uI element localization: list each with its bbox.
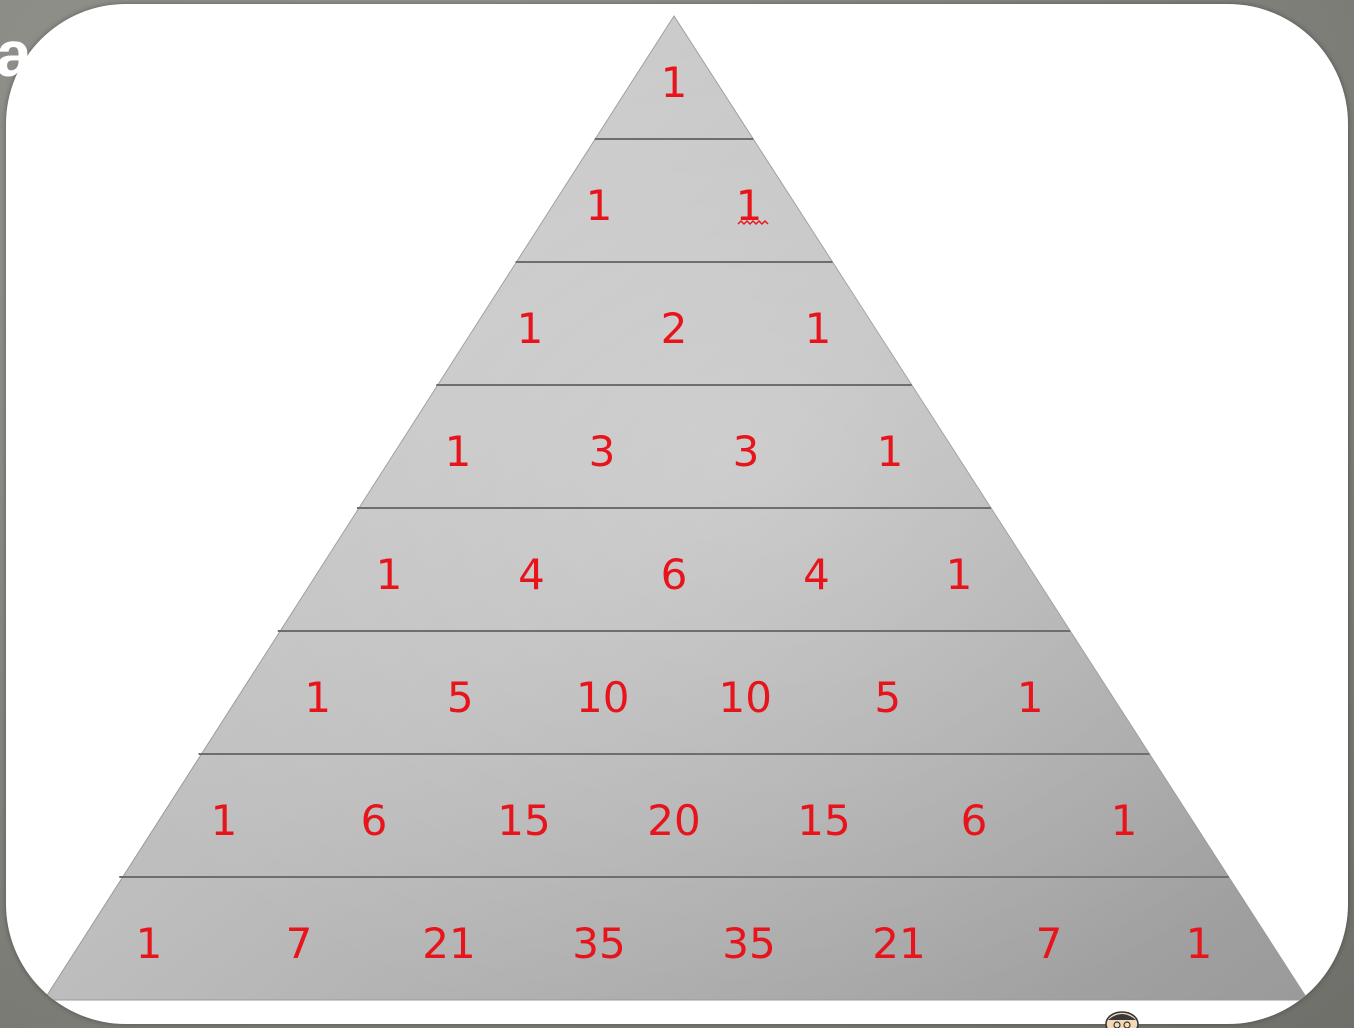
pascal-number: 5 (447, 673, 474, 722)
pascal-number: 1 (211, 796, 238, 845)
pascal-number: 20 (647, 796, 700, 845)
pascal-number: 1 (877, 427, 904, 476)
pascal-number: 2 (661, 304, 688, 353)
pascal-number: 4 (803, 550, 830, 599)
pascal-number: 1 (517, 304, 544, 353)
pascal-number: 1 (661, 58, 688, 107)
pascal-number: 6 (361, 796, 388, 845)
pascal-number: 1 (946, 550, 973, 599)
cartoon-person-icon (1100, 1010, 1144, 1028)
pascal-number: 1 (1017, 673, 1044, 722)
pascal-number: 7 (286, 919, 313, 968)
pascal-number: 3 (733, 427, 760, 476)
pascal-number: 5 (874, 673, 901, 722)
pascal-number: 6 (961, 796, 988, 845)
pascal-number: 6 (661, 550, 688, 599)
pascal-number: 1 (445, 427, 472, 476)
pascal-number: 1 (136, 919, 163, 968)
pascal-number: 15 (497, 796, 550, 845)
pascal-number: 21 (872, 919, 925, 968)
pascal-number: 35 (572, 919, 625, 968)
slide-title-fragment: a (0, 22, 32, 86)
pascal-number: 10 (719, 673, 772, 722)
pascal-number: 7 (1036, 919, 1063, 968)
pascal-number: 35 (722, 919, 775, 968)
pascal-number: 1 (1186, 919, 1213, 968)
pascal-number: 21 (422, 919, 475, 968)
pascal-number: 1 (805, 304, 832, 353)
pascal-number: 4 (518, 550, 545, 599)
pascal-number: 10 (576, 673, 629, 722)
pascal-number: 1 (586, 181, 613, 230)
pascal-number: 1 (376, 550, 403, 599)
pascal-number: 15 (797, 796, 850, 845)
pascal-number: 3 (589, 427, 616, 476)
pascal-number: 1 (1111, 796, 1138, 845)
pascal-number: 1 (304, 673, 331, 722)
